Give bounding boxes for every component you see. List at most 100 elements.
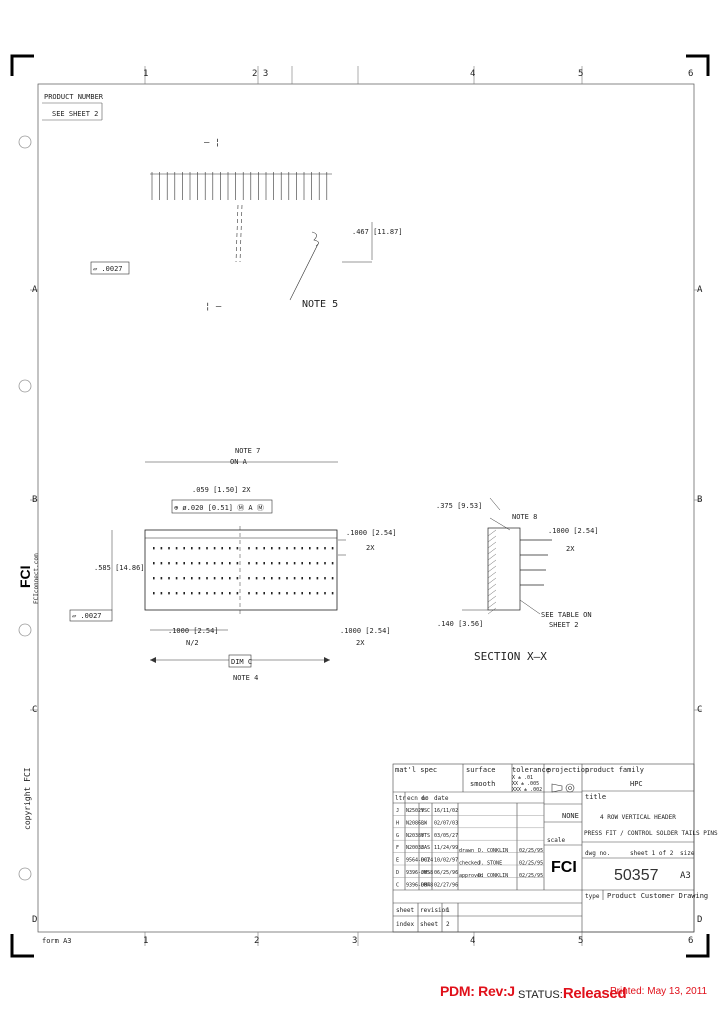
- pin-hole: [153, 547, 155, 550]
- tolerance-value: X ± .01: [512, 775, 533, 781]
- front-view-pitch-horizontal-tail: N/2: [186, 639, 199, 647]
- signoff-name: D. CONKLIN: [478, 848, 508, 854]
- pin-hole: [206, 562, 208, 565]
- hatch-line: [487, 541, 497, 549]
- hatch-line: [487, 571, 497, 579]
- revision-cell: JWS: [421, 870, 430, 876]
- hatch-line: [487, 583, 497, 591]
- mat-spec-label: mat'l spec: [395, 766, 437, 774]
- signoff-role: drawn: [459, 848, 474, 854]
- scale-label: scale: [547, 837, 565, 844]
- pin-hole: [213, 577, 216, 580]
- pin-hole: [175, 577, 178, 580]
- form-label: form A3: [42, 937, 72, 945]
- pin-hole: [248, 547, 250, 550]
- type-label: type: [585, 893, 600, 900]
- hatch-line: [487, 559, 497, 567]
- pin-hole: [271, 547, 273, 550]
- pin-hole: [160, 562, 163, 565]
- hatch-line: [487, 535, 497, 543]
- revision-cell: 9396-0048: [406, 882, 433, 888]
- front-view-note-bottom: NOTE 4: [233, 674, 258, 682]
- row-label: B: [697, 495, 702, 505]
- front-view-end-dim: .1000 [2.54]: [340, 627, 391, 635]
- section-see-table-2: SHEET 2: [549, 621, 579, 629]
- hatch-line: [487, 565, 497, 573]
- revision-grid: [393, 815, 544, 878]
- revision-cell: F: [396, 845, 399, 851]
- revision-cell: LW: [421, 820, 428, 826]
- title-line-1: 4 ROW VERTICAL HEADER: [600, 814, 676, 821]
- projection-symbol-icon: [551, 783, 575, 793]
- size-label: size: [680, 850, 695, 857]
- tolerance-label: tolerance: [512, 766, 550, 774]
- pin-hole: [255, 562, 258, 565]
- section-pitch: .1000 [2.54]: [548, 527, 599, 535]
- section-pitch-tail: 2X: [566, 545, 575, 553]
- product-number-label: PRODUCT NUMBER: [44, 93, 104, 101]
- pin-hole: [309, 562, 311, 565]
- revision-cell: YTS: [421, 833, 430, 839]
- revision-cell: N25029: [406, 808, 424, 814]
- pin-hole: [229, 547, 231, 550]
- row-label: D: [697, 915, 702, 925]
- side-copyright: copyright FCI: [23, 767, 32, 830]
- pin-hole: [293, 577, 296, 580]
- revision-row-label: revision: [420, 907, 449, 914]
- section-tail-dim: .140 [3.56]: [437, 620, 483, 628]
- pin-hole: [324, 592, 326, 595]
- top-view-note: NOTE 5: [302, 299, 338, 310]
- pin-hole: [236, 562, 239, 565]
- pin-hole: [221, 592, 223, 595]
- drawing-number: 50357: [614, 867, 659, 884]
- pin-hole: [175, 562, 178, 565]
- pin-hole: [183, 562, 185, 565]
- revision-cell: 03/05/27: [434, 833, 458, 839]
- column-label: 4: [470, 936, 475, 946]
- section-depth-dim: .375 [9.53]: [436, 502, 482, 510]
- revision-cell: 02/07/03: [434, 820, 458, 826]
- sheet-row-label: sheet: [396, 907, 414, 914]
- pin-hole: [278, 592, 281, 595]
- punch-holes: [18, 135, 32, 881]
- row-label: A: [32, 285, 38, 295]
- pin-hole: [309, 577, 311, 580]
- hatch-line: [487, 553, 497, 561]
- pin-hole: [183, 592, 185, 595]
- pdm-revision: PDM: Rev:J: [440, 983, 515, 999]
- status-label: STATUS:: [518, 989, 563, 1001]
- column-label: 3: [352, 936, 357, 946]
- revision-cell: 9564-0024: [406, 858, 433, 864]
- section-caption: SECTION X–X: [474, 650, 547, 663]
- pin-hole: [221, 562, 223, 565]
- signoff-date: 02/25/95: [519, 848, 543, 854]
- revision-cell: N20863: [406, 820, 424, 826]
- pin-hole: [331, 547, 334, 550]
- front-view: NOTE 7 ON A .059 [1.50] 2X ⊕ ø.020 [0.51…: [69, 447, 397, 682]
- front-view-fcf: ⊕ ø.020 [0.51] Ⓜ A Ⓜ: [174, 504, 264, 512]
- signoff-name: J. STONE: [478, 860, 502, 866]
- revision-cell: H: [396, 820, 399, 826]
- side-logo: FCI: [17, 565, 33, 588]
- revision-cell: 06/25/96: [434, 870, 458, 876]
- pin-hole: [248, 577, 250, 580]
- pin-hole: [168, 592, 170, 595]
- status-value: Released: [562, 985, 627, 1002]
- pin-hole: [206, 577, 208, 580]
- title-block: [392, 763, 695, 933]
- pin-hole: [248, 562, 250, 565]
- revision-cell: YSC: [421, 808, 430, 814]
- zone-ticks: [30, 66, 702, 946]
- signoff-name: D. CONKLIN: [478, 873, 508, 879]
- pin-hole: [278, 562, 281, 565]
- pin-hole: [255, 577, 258, 580]
- revision-cell: 10/02/97: [434, 858, 458, 864]
- revision-cell: G: [396, 833, 399, 839]
- pin-hole: [183, 577, 185, 580]
- row-label: B: [32, 495, 37, 505]
- surface-label: surface: [466, 766, 496, 774]
- signoff-role: approved: [459, 873, 483, 879]
- section-housing: [487, 527, 552, 615]
- row-label: A: [697, 285, 703, 295]
